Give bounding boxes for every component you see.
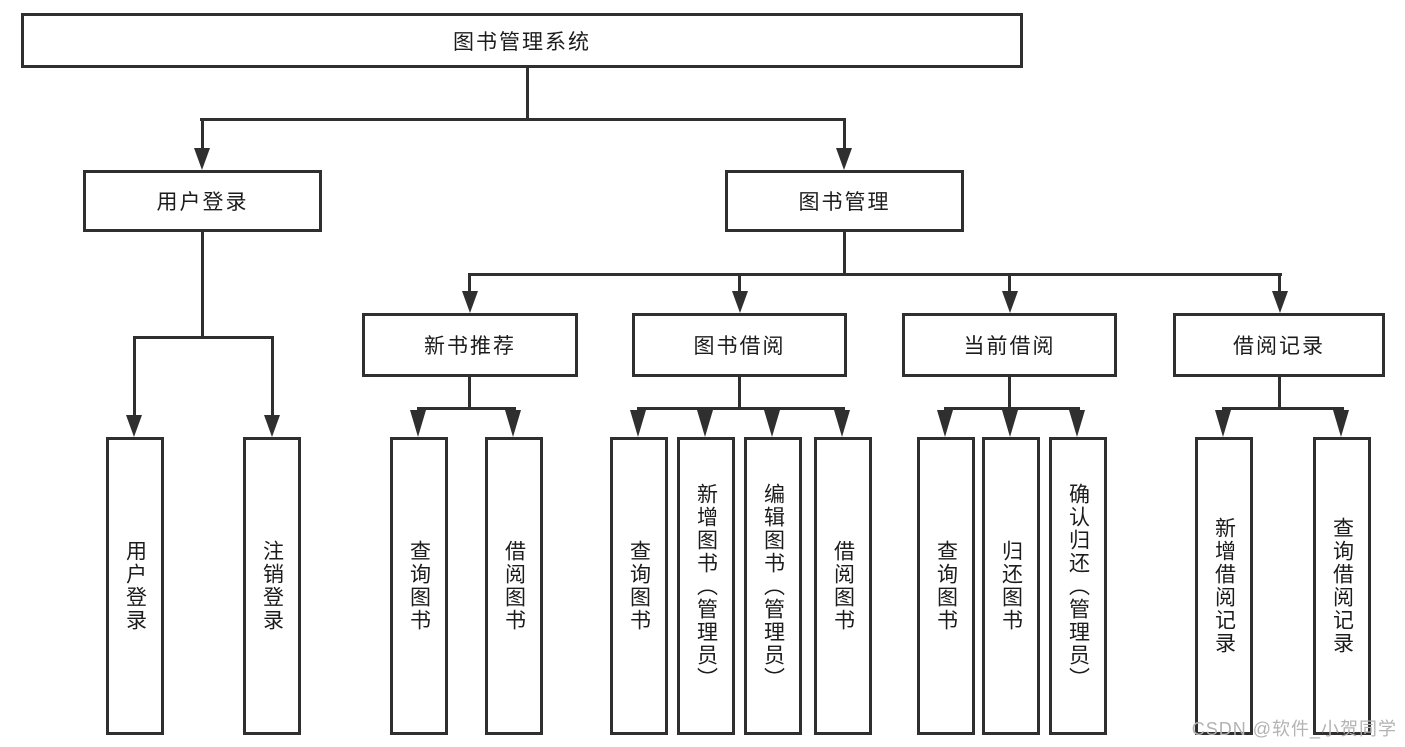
connector-mgmt-drop xyxy=(843,121,846,149)
connector-record-drop xyxy=(1278,275,1281,292)
connector-root-stem xyxy=(526,68,529,121)
arrowhead-e1 xyxy=(1215,410,1231,437)
arrowhead-current-borrow xyxy=(1002,291,1018,313)
node-label: 当前借阅 xyxy=(963,335,1056,358)
arrowhead-d3 xyxy=(1069,410,1085,437)
arrowhead-c2 xyxy=(697,410,713,437)
arrowhead-c1 xyxy=(630,410,646,437)
leaf-query-borrow-record: 查询借阅记录 xyxy=(1313,437,1371,735)
node-library-system: 图书管理系统 xyxy=(21,13,1023,68)
arrowhead-book-borrow xyxy=(732,291,748,313)
leaf-edit-books-admin: 编辑图书（管理员） xyxy=(744,437,802,735)
connector-current-drop xyxy=(1008,275,1011,292)
leaf-return-books: 归还图书 xyxy=(982,437,1040,735)
connector-newbook-drop xyxy=(468,275,471,292)
connector-a1-drop xyxy=(133,338,136,416)
connector-record-hline xyxy=(1222,407,1344,410)
connector-current-hline xyxy=(944,407,1080,410)
node-label: 借阅记录 xyxy=(1233,335,1325,358)
connector-bookborrow-drop xyxy=(738,275,741,292)
connector-a2-drop xyxy=(271,338,274,416)
node-new-book-recommend: 新书推荐 xyxy=(362,313,578,377)
arrowhead-borrow-record xyxy=(1272,291,1288,313)
leaf-label: 归还图书 xyxy=(999,540,1023,632)
node-book-borrow: 图书借阅 xyxy=(632,313,847,377)
connector-record-stem xyxy=(1278,377,1281,410)
leaf-label: 借阅图书 xyxy=(502,540,526,632)
node-current-borrow: 当前借阅 xyxy=(902,313,1117,377)
connector-newbook-stem xyxy=(468,377,471,410)
node-label: 用户登录 xyxy=(156,191,249,214)
leaf-query-books-borrow: 查询图书 xyxy=(610,437,668,735)
leaf-logout: 注销登录 xyxy=(243,437,301,735)
leaf-label: 查询图书 xyxy=(407,540,431,632)
arrowhead-new-book xyxy=(462,291,478,313)
leaf-add-borrow-record: 新增借阅记录 xyxy=(1195,437,1253,735)
leaf-query-books-newbook: 查询图书 xyxy=(390,437,448,735)
connector-login-hline xyxy=(133,336,274,339)
leaf-label: 确认归还（管理员） xyxy=(1066,482,1090,690)
arrowhead-d2 xyxy=(1002,410,1018,437)
arrowhead-user-login xyxy=(194,148,210,170)
connector-login-stem xyxy=(201,232,204,339)
connector-newbook-hline xyxy=(417,407,516,410)
connector-bookborrow-hline xyxy=(637,407,845,410)
arrowhead-b2 xyxy=(505,410,521,437)
leaf-user-login: 用户登录 xyxy=(106,437,164,735)
connector-level2-hline xyxy=(200,118,846,121)
connector-login-drop xyxy=(201,121,204,149)
leaf-label: 查询图书 xyxy=(934,540,958,632)
leaf-label: 编辑图书（管理员） xyxy=(761,482,785,690)
node-user-login: 用户登录 xyxy=(83,170,322,232)
leaf-query-books-current: 查询图书 xyxy=(917,437,975,735)
leaf-confirm-return-admin: 确认归还（管理员） xyxy=(1049,437,1107,735)
leaf-label: 借阅图书 xyxy=(831,540,855,632)
leaf-label: 查询借阅记录 xyxy=(1330,517,1354,655)
node-borrow-records: 借阅记录 xyxy=(1173,313,1385,377)
arrowhead-e2 xyxy=(1333,410,1349,437)
node-book-management: 图书管理 xyxy=(725,170,964,232)
arrowhead-c3 xyxy=(764,410,780,437)
connector-current-stem xyxy=(1008,377,1011,410)
connector-mgmt-stem xyxy=(843,232,846,276)
leaf-add-books-admin: 新增图书（管理员） xyxy=(677,437,735,735)
node-label: 图书借阅 xyxy=(693,335,786,358)
arrowhead-c4 xyxy=(834,410,850,437)
connector-bookborrow-stem xyxy=(738,377,741,410)
arrowhead-book-management xyxy=(836,148,852,170)
leaf-label: 查询图书 xyxy=(627,540,651,632)
leaf-label: 用户登录 xyxy=(123,540,147,632)
leaf-label: 新增借阅记录 xyxy=(1212,517,1236,655)
node-label: 图书管理系统 xyxy=(453,30,591,54)
leaf-borrow-books-newbook: 借阅图书 xyxy=(485,437,543,735)
connector-level3-hline xyxy=(468,273,1282,276)
node-label: 图书管理 xyxy=(798,191,891,214)
leaf-label: 新增图书（管理员） xyxy=(694,482,718,690)
arrowhead-leaf-logout xyxy=(264,415,280,437)
arrowhead-d1 xyxy=(937,410,953,437)
leaf-borrow-books: 借阅图书 xyxy=(814,437,872,735)
arrowhead-leaf-user-login xyxy=(126,415,142,437)
arrowhead-b1 xyxy=(410,410,426,437)
leaf-label: 注销登录 xyxy=(260,540,284,632)
node-label: 新书推荐 xyxy=(424,335,516,358)
csdn-watermark: CSDN @软件_小贺同学 xyxy=(1191,719,1397,739)
